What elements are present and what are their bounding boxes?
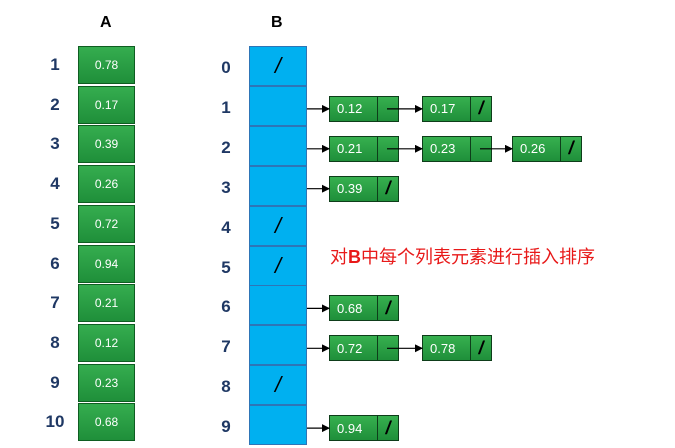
array-a-index: 5 bbox=[50, 213, 60, 233]
array-b-index: 2 bbox=[221, 137, 231, 157]
array-b-bucket bbox=[249, 85, 307, 126]
list-node: 0.23 bbox=[422, 135, 492, 162]
array-b-bucket: / bbox=[249, 245, 307, 286]
list-node: 0.26 / bbox=[512, 135, 582, 162]
list-node-pointer: / bbox=[377, 296, 398, 321]
list-node: 0.39 / bbox=[329, 175, 399, 202]
array-a-index: 7 bbox=[50, 293, 60, 313]
array-a-cell: 0.72 bbox=[78, 204, 135, 243]
list-node: 0.94 / bbox=[329, 415, 399, 442]
array-b-index: 4 bbox=[221, 217, 231, 237]
array-a-index: 10 bbox=[45, 412, 65, 432]
array-b-index: 9 bbox=[221, 417, 231, 437]
annotation-bold: B bbox=[348, 247, 361, 267]
array-b-bucket bbox=[249, 405, 307, 446]
list-node-pointer bbox=[377, 96, 398, 121]
array-b-bucket bbox=[249, 285, 307, 326]
array-b-index: 1 bbox=[221, 97, 231, 117]
list-node-value: 0.21 bbox=[337, 141, 363, 157]
array-a-index: 3 bbox=[50, 134, 60, 154]
array-a-cell: 0.39 bbox=[78, 125, 135, 164]
list-node-pointer: / bbox=[470, 336, 491, 361]
array-a-index: 4 bbox=[50, 174, 60, 194]
list-node: 0.17 / bbox=[422, 95, 492, 122]
list-node-pointer: / bbox=[470, 96, 491, 121]
array-a-index: 6 bbox=[50, 253, 60, 273]
array-b-index: 7 bbox=[221, 337, 231, 357]
array-b-index: 0 bbox=[221, 58, 231, 77]
array-b-index: 6 bbox=[221, 297, 231, 317]
array-a-cell: 0.17 bbox=[78, 85, 135, 124]
annotation-text: 对B中每个列表元素进行插入排序 bbox=[330, 243, 595, 269]
array-b-index: 5 bbox=[221, 257, 231, 277]
array-a-cell: 0.23 bbox=[78, 363, 135, 402]
list-node-value: 0.39 bbox=[337, 181, 363, 197]
annotation-prefix: 对 bbox=[330, 247, 348, 268]
array-b-bucket: / bbox=[249, 365, 307, 406]
list-node-value: 0.68 bbox=[337, 300, 363, 316]
array-a-cell: 0.21 bbox=[78, 284, 135, 323]
array-b-index: 3 bbox=[221, 177, 231, 197]
list-node: 0.78 / bbox=[422, 335, 492, 362]
list-node-pointer bbox=[377, 136, 398, 161]
array-b-bucket bbox=[249, 325, 307, 366]
list-node-pointer: / bbox=[560, 136, 581, 161]
array-a-cell: 0.68 bbox=[78, 403, 135, 442]
array-a-cell: 0.94 bbox=[78, 244, 135, 283]
array-a-index: 8 bbox=[50, 332, 60, 352]
list-node-value: 0.78 bbox=[430, 340, 456, 356]
array-a-cell: 0.26 bbox=[78, 165, 135, 204]
array-a-index: 2 bbox=[50, 94, 60, 114]
array-a-cell: 0.78 bbox=[78, 46, 135, 84]
list-node-value: 0.94 bbox=[337, 420, 363, 436]
list-node-value: 0.12 bbox=[337, 101, 363, 117]
array-b-index: 8 bbox=[221, 377, 231, 397]
list-node-value: 0.26 bbox=[520, 141, 546, 157]
list-node-pointer: / bbox=[377, 416, 398, 441]
array-b-bucket bbox=[249, 125, 307, 166]
list-node-pointer: / bbox=[377, 176, 398, 201]
array-b-bucket: / bbox=[249, 46, 307, 86]
list-node-pointer bbox=[377, 336, 398, 361]
array-a-index: 9 bbox=[50, 372, 60, 392]
list-node: 0.21 bbox=[329, 135, 399, 162]
list-node-pointer bbox=[470, 136, 491, 161]
list-node-value: 0.72 bbox=[337, 340, 363, 356]
array-b-bucket bbox=[249, 165, 307, 206]
array-a-cell: 0.12 bbox=[78, 323, 135, 362]
list-node: 0.68 / bbox=[329, 295, 399, 322]
header-b: B bbox=[271, 14, 283, 31]
list-node-value: 0.17 bbox=[430, 101, 456, 117]
list-node-value: 0.23 bbox=[430, 141, 456, 157]
header-a: A bbox=[100, 14, 112, 31]
annotation-suffix: 中每个列表元素进行插入排序 bbox=[361, 247, 595, 268]
array-b-bucket: / bbox=[249, 205, 307, 246]
array-a-index: 1 bbox=[50, 55, 60, 74]
